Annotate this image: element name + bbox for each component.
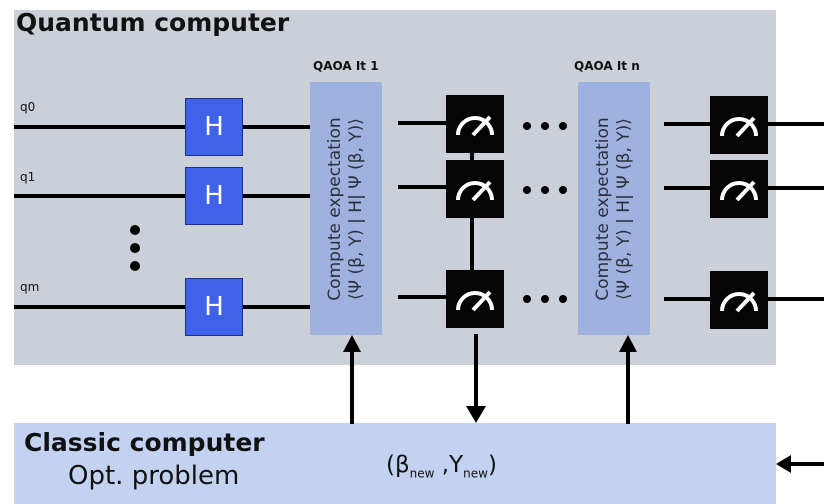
params-sep: ,Υ xyxy=(434,452,464,478)
meter-glyph xyxy=(720,291,758,313)
qubit-label-qm: qm xyxy=(20,280,40,294)
expectation-line2: ⟨Ψ (β, Υ) | H| Ψ (β, Υ)⟩ xyxy=(614,117,634,300)
qubit-label-q1: q1 xyxy=(20,170,36,184)
measurement-meter-icon xyxy=(710,160,768,218)
meter-arc xyxy=(456,291,494,311)
meter-glyph xyxy=(720,116,758,138)
quantum-title: Quantum computer xyxy=(16,8,290,37)
expectation-line1: Compute expectation xyxy=(325,116,345,301)
measurement-meter-icon xyxy=(446,160,504,218)
meter-arc xyxy=(720,117,758,137)
meter-arc xyxy=(720,292,758,312)
meter-arc xyxy=(456,116,494,136)
classic-subtitle: Opt. problem xyxy=(68,461,240,491)
meter-glyph xyxy=(720,180,758,202)
meter-glyph xyxy=(456,290,494,312)
qaoa-block-last: Compute expectation ⟨Ψ (β, Υ) | H| Ψ (β,… xyxy=(578,82,650,335)
expectation-line2: ⟨Ψ (β, Υ) | H| Ψ (β, Υ)⟩ xyxy=(346,117,366,300)
classic-computer-panel xyxy=(14,423,776,504)
down-arrow-icon xyxy=(466,406,486,423)
hadamard-gate-q1: H xyxy=(185,167,243,225)
vertical-ellipsis-icon xyxy=(130,225,140,271)
measurement-meter-icon xyxy=(710,96,768,154)
gamma-subscript: new xyxy=(463,466,488,481)
qubit-label-q0: q0 xyxy=(20,100,36,114)
beta-subscript: new xyxy=(409,466,435,481)
ellipsis-dots-icon xyxy=(523,295,567,303)
params-close: ) xyxy=(487,452,497,478)
qaoa-iteration-last-label: QAOA It n xyxy=(574,59,640,73)
left-arrow-icon xyxy=(776,455,791,473)
hadamard-gate-qm: H xyxy=(185,278,243,336)
meter-needle xyxy=(735,116,756,138)
meter-glyph xyxy=(456,115,494,137)
up-arrow-icon xyxy=(619,335,637,352)
up-arrow-icon xyxy=(343,335,361,352)
expectation-text: Compute expectation ⟨Ψ (β, Υ) | H| Ψ (β,… xyxy=(325,82,367,335)
measurement-meter-icon xyxy=(710,271,768,329)
meter-needle xyxy=(735,291,756,313)
meter-arc xyxy=(456,181,494,201)
expectation-text: Compute expectation ⟨Ψ (β, Υ) | H| Ψ (β,… xyxy=(593,82,635,335)
updated-parameters: (βnew ,Υnew) xyxy=(386,452,497,481)
measurement-meter-icon xyxy=(446,270,504,328)
params-open: (β xyxy=(386,452,410,478)
meter-glyph xyxy=(456,180,494,202)
meter-needle xyxy=(471,115,492,137)
meter-needle xyxy=(471,290,492,312)
ellipsis-dots-icon xyxy=(523,122,567,130)
meter-needle xyxy=(735,180,756,202)
qaoa-iteration-first-label: QAOA It 1 xyxy=(313,59,379,73)
hadamard-gate-q0: H xyxy=(185,98,243,156)
classic-title: Classic computer xyxy=(24,428,265,457)
expectation-line1: Compute expectation xyxy=(593,116,613,301)
measurement-meter-icon xyxy=(446,95,504,153)
meter-needle xyxy=(471,180,492,202)
ellipsis-dots-icon xyxy=(523,186,567,194)
qaoa-block-first: Compute expectation ⟨Ψ (β, Υ) | H| Ψ (β,… xyxy=(310,82,382,335)
meter-arc xyxy=(720,181,758,201)
